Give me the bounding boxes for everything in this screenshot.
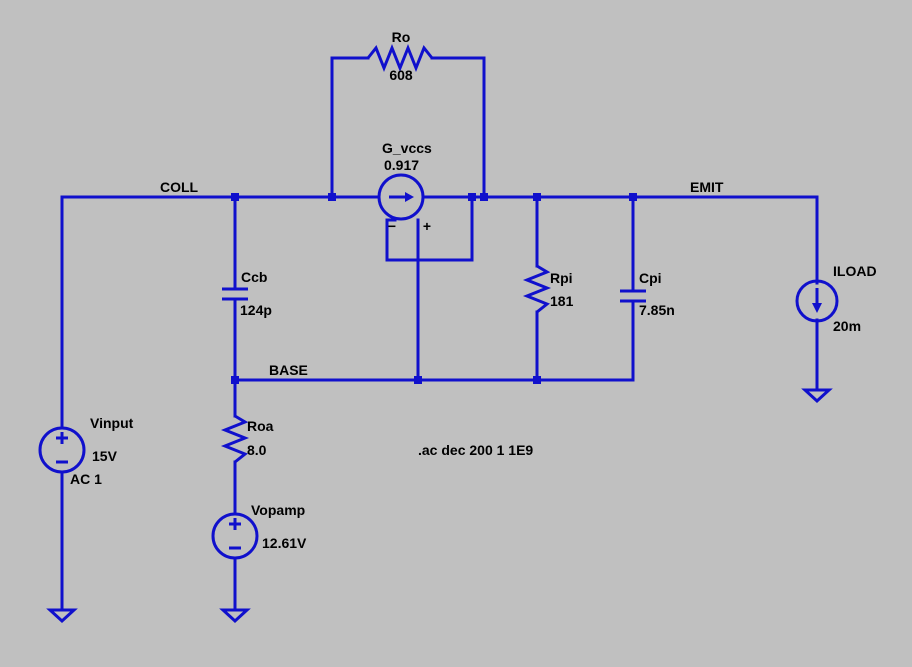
rpi-zigzag — [522, 264, 552, 314]
gvccs-plus: + — [423, 218, 431, 234]
junction-coll-ro — [328, 193, 336, 201]
junction-emit-ro — [480, 193, 488, 201]
net-label-base: BASE — [269, 362, 308, 378]
junctions — [231, 193, 637, 384]
junction-ctrl-emit — [468, 193, 476, 201]
capacitor-ccb[interactable]: Ccb 124p — [222, 269, 272, 318]
wire-ro-right — [430, 56, 486, 199]
iload-value: 20m — [833, 318, 861, 334]
junction-base-rpi — [533, 376, 541, 384]
resistor-ro-zigzag — [366, 43, 434, 73]
roa-name: Roa — [247, 418, 274, 434]
vinput-name: Vinput — [90, 415, 134, 431]
net-label-emit: EMIT — [690, 179, 724, 195]
ground-vinput-icon — [46, 608, 78, 624]
vopamp-body — [211, 512, 259, 560]
cpi-value: 7.85n — [639, 302, 675, 318]
gvccs-arrow-head-icon — [405, 192, 414, 202]
junction-coll-ccb — [231, 193, 239, 201]
resistor-ro-name: Ro — [392, 29, 411, 45]
vinput-body — [38, 426, 86, 474]
resistor-ro[interactable]: Ro 608 — [366, 29, 434, 83]
wires — [60, 56, 819, 612]
vinput-ac: AC 1 — [70, 471, 102, 487]
ground-iload-icon — [801, 388, 833, 404]
junction-base-ctrl — [414, 376, 422, 384]
roa-value: 8.0 — [247, 442, 267, 458]
current-source-iload[interactable]: ILOAD 20m — [795, 263, 877, 334]
capacitor-cpi[interactable]: Cpi 7.85n — [620, 270, 675, 318]
spice-directive[interactable]: .ac dec 200 1 1E9 — [418, 442, 533, 458]
gvccs-minus: − — [388, 218, 396, 234]
cpi-name: Cpi — [639, 270, 662, 286]
rpi-name: Rpi — [550, 270, 573, 286]
current-source-gvccs[interactable]: − + G_vccs 0.917 — [377, 140, 432, 234]
junction-emit-cpi — [629, 193, 637, 201]
wire-emit-rail — [423, 195, 819, 285]
gvccs-name: G_vccs — [382, 140, 432, 156]
ccb-name: Ccb — [241, 269, 267, 285]
wire-ro-left — [330, 56, 370, 199]
voltage-source-vinput[interactable]: Vinput 15V AC 1 — [38, 415, 134, 487]
vinput-value: 15V — [92, 448, 118, 464]
resistor-roa[interactable]: Roa 8.0 — [220, 414, 274, 464]
gvccs-body — [377, 173, 425, 221]
iload-name: ILOAD — [833, 263, 877, 279]
vopamp-value: 12.61V — [262, 535, 307, 551]
rpi-value: 181 — [550, 293, 574, 309]
vopamp-name: Vopamp — [251, 502, 305, 518]
voltage-source-vopamp[interactable]: Vopamp 12.61V — [211, 502, 307, 560]
junction-emit-rpi — [533, 193, 541, 201]
gvccs-value: 0.917 — [384, 157, 419, 173]
resistor-rpi[interactable]: Rpi 181 — [522, 264, 574, 314]
wire-ctrl-loop — [385, 195, 474, 262]
roa-zigzag — [220, 414, 250, 464]
iload-body — [795, 279, 839, 323]
resistor-ro-value: 608 — [389, 67, 413, 83]
ccb-value: 124p — [240, 302, 272, 318]
iload-arrow-head-icon — [812, 303, 822, 313]
junction-base-ccb — [231, 376, 239, 384]
net-label-coll: COLL — [160, 179, 199, 195]
ground-vopamp-icon — [219, 608, 251, 624]
